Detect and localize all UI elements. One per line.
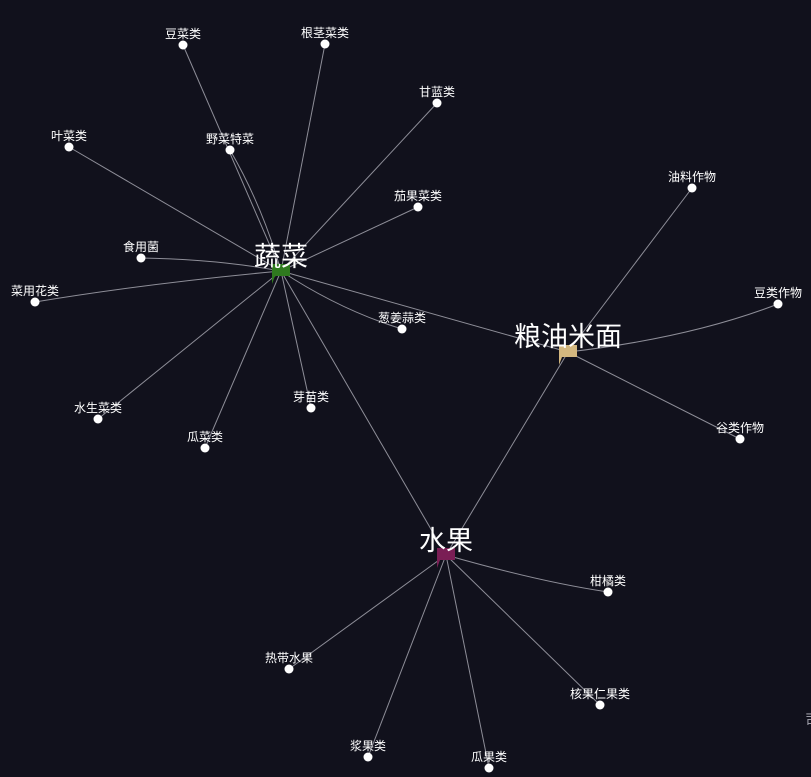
edge-veg-genjing: [281, 44, 325, 271]
leaf-dot[interactable]: [94, 415, 103, 424]
edge-fruit-ganju: [446, 555, 608, 592]
leaf-dot[interactable]: [179, 41, 188, 50]
edge-fruit-guaguo: [446, 555, 489, 768]
edge-veg-douci: [183, 45, 281, 271]
leaf-label[interactable]: 叶菜类: [51, 129, 87, 143]
leaf-dot[interactable]: [364, 753, 373, 762]
leaf-label[interactable]: 豆类作物: [754, 286, 802, 300]
leaf-label[interactable]: 瓜果类: [471, 750, 507, 764]
edge-veg-yecai: [69, 147, 281, 271]
leaf-node-caiyonghua[interactable]: 菜用花类: [11, 283, 59, 307]
leaf-node-ganlan[interactable]: 甘蓝类: [419, 85, 455, 108]
leaf-label[interactable]: 野菜特菜: [206, 131, 254, 146]
leaf-label[interactable]: 菜用花类: [11, 283, 59, 298]
leaf-dot[interactable]: [398, 325, 407, 334]
leaf-node-jiangguo[interactable]: 浆果类: [350, 738, 386, 762]
hub-node-veg[interactable]: 蔬菜: [254, 242, 308, 284]
edge-veg-caiyonghua: [35, 271, 281, 302]
leaf-label[interactable]: 瓜菜类: [187, 430, 223, 444]
leaf-label[interactable]: 葱姜蒜类: [378, 311, 426, 325]
leaf-dot[interactable]: [201, 444, 210, 453]
leaf-dot[interactable]: [307, 404, 316, 413]
leaf-dot[interactable]: [31, 298, 40, 307]
leaf-dot[interactable]: [137, 254, 146, 263]
leaf-dot[interactable]: [688, 184, 697, 193]
hub-label[interactable]: 粮油米面: [514, 322, 622, 353]
leaf-label[interactable]: 油料作物: [668, 170, 716, 184]
leaf-node-qieguo[interactable]: 茄果菜类: [394, 189, 442, 212]
leaf-label[interactable]: 浆果类: [350, 738, 386, 753]
leaf-node-congjiangsuan[interactable]: 葱姜蒜类: [378, 311, 426, 334]
leaf-dot[interactable]: [321, 40, 330, 49]
leaf-dot[interactable]: [736, 435, 745, 444]
leaf-label[interactable]: 柑橘类: [590, 573, 626, 588]
leaf-dot[interactable]: [774, 300, 783, 309]
leaf-node-redai[interactable]: 热带水果: [265, 651, 313, 674]
leaf-node-yamiao[interactable]: 芽苗类: [293, 390, 329, 413]
leaf-node-douci[interactable]: 豆菜类: [165, 27, 201, 50]
leaf-dot[interactable]: [65, 143, 74, 152]
hub-label[interactable]: 蔬菜: [254, 242, 308, 273]
leaf-node-doulei[interactable]: 豆类作物: [754, 286, 802, 309]
leaf-node-shiyongjun[interactable]: 食用菌: [123, 239, 159, 263]
edge-fruit-jiangguo: [368, 555, 446, 757]
edge-veg-guacai: [205, 271, 281, 448]
leaf-dot[interactable]: [226, 146, 235, 155]
hub-label[interactable]: 水果: [419, 526, 473, 557]
leaf-node-guacai[interactable]: 瓜菜类: [187, 430, 223, 453]
hub-node-fruit[interactable]: 水果: [419, 526, 473, 568]
leaf-label[interactable]: 茄果菜类: [394, 189, 442, 203]
edge-veg-shuisheng: [98, 271, 281, 419]
leaf-node-genjing[interactable]: 根茎菜类: [301, 26, 349, 49]
leaf-node-youliao[interactable]: 油料作物: [668, 170, 716, 193]
leaf-label[interactable]: 芽苗类: [293, 390, 329, 404]
leaf-node-yecaitecai[interactable]: 野菜特菜: [206, 131, 254, 155]
leaf-node-ganju[interactable]: 柑橘类: [590, 573, 626, 597]
leaf-node-yecai[interactable]: 叶菜类: [51, 129, 87, 152]
leaf-node-heguo[interactable]: 核果仁果类: [570, 687, 630, 710]
edge-grain-gulei: [568, 352, 740, 439]
leaf-label[interactable]: 水生菜类: [74, 401, 122, 415]
leaf-node-guaguo[interactable]: 瓜果类: [471, 750, 507, 773]
leaf-label[interactable]: 热带水果: [265, 651, 313, 665]
hub-node-grain[interactable]: 粮油米面: [514, 322, 622, 365]
corner-glyph: 司: [805, 712, 811, 728]
leaf-node-gulei[interactable]: 谷类作物: [716, 421, 764, 444]
leaf-label[interactable]: 食用菌: [123, 239, 159, 254]
leaf-label[interactable]: 甘蓝类: [419, 85, 455, 99]
leaf-dot[interactable]: [596, 701, 605, 710]
leaf-label[interactable]: 豆菜类: [165, 27, 201, 41]
leaf-label[interactable]: 核果仁果类: [570, 687, 630, 701]
leaf-node-shuisheng[interactable]: 水生菜类: [74, 401, 122, 424]
edge-fruit-heguo: [446, 555, 600, 705]
edges-layer: [35, 44, 778, 768]
edge-veg-yamiao: [281, 271, 311, 408]
leaf-dot[interactable]: [285, 665, 294, 674]
leaf-dot[interactable]: [414, 203, 423, 212]
leaf-dot[interactable]: [604, 588, 613, 597]
leaf-label[interactable]: 根茎菜类: [301, 26, 349, 40]
edge-grain-fruit: [446, 352, 568, 555]
leaf-label[interactable]: 谷类作物: [716, 421, 764, 435]
leaf-dot[interactable]: [485, 764, 494, 773]
leaf-dot[interactable]: [433, 99, 442, 108]
